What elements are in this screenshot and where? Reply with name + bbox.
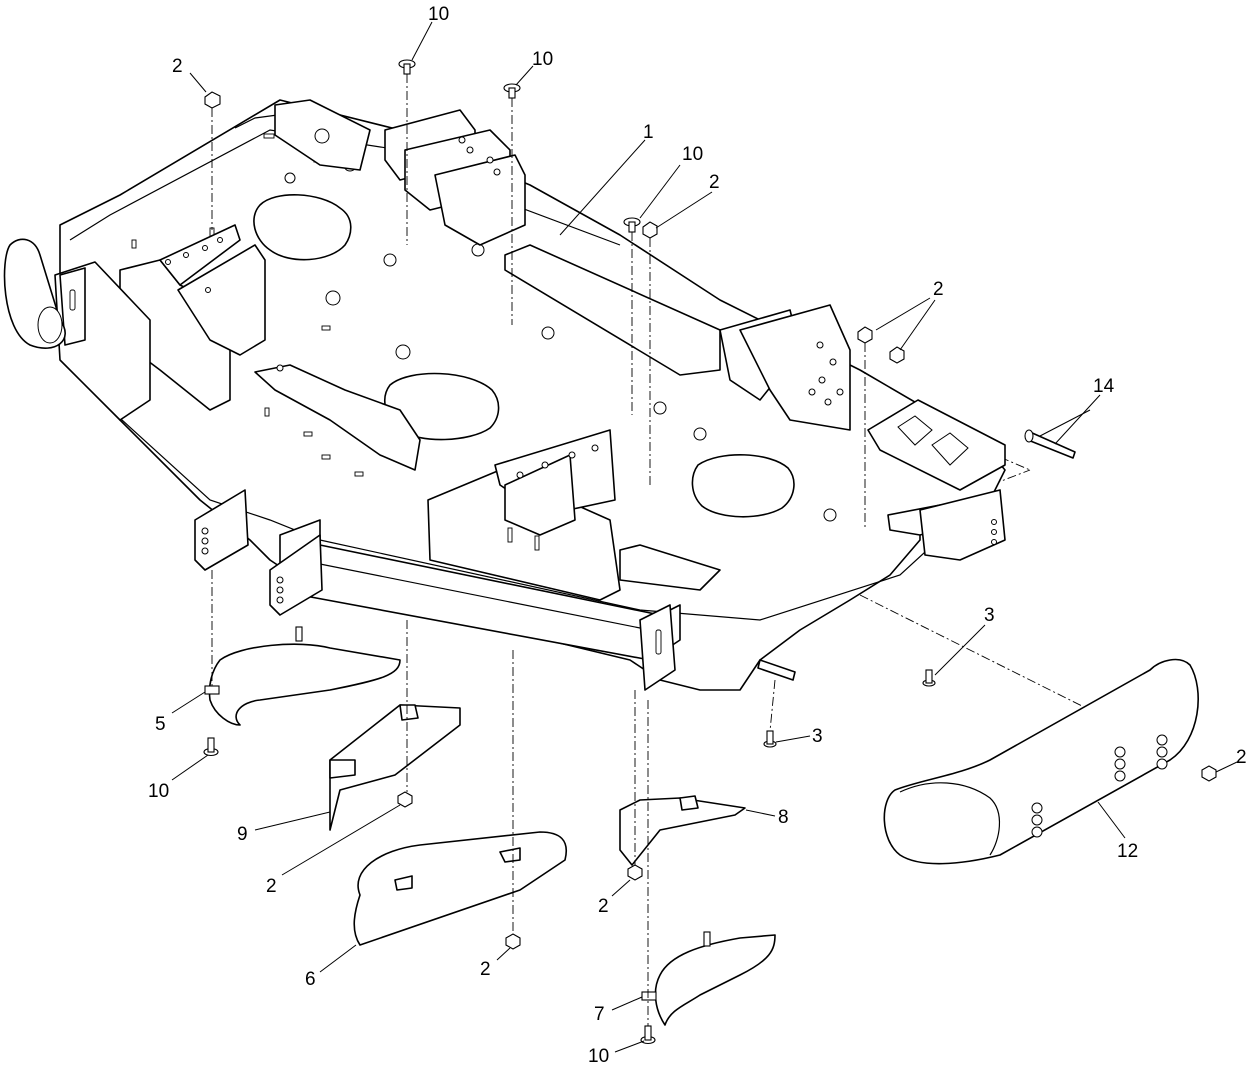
rear-left-bracket (274, 99, 371, 171)
callout-10: 10 (532, 49, 553, 70)
callout-12: 12 (1117, 841, 1138, 862)
baffle-8 (619, 795, 746, 866)
carriage-bolt-10d (203, 737, 219, 757)
callout-14: 14 (1093, 376, 1115, 397)
callout-2: 2 (598, 896, 609, 917)
rear-bumper (883, 658, 1199, 865)
flange-nut-2a (204, 91, 221, 109)
right-roller-bracket (639, 604, 676, 691)
callout-10: 10 (682, 144, 703, 165)
callout-2: 2 (172, 56, 183, 77)
callouts: 2 10 10 1 10 2 2 14 5 10 9 2 6 2 7 10 2 … (148, 4, 1247, 1067)
callout-2: 2 (709, 172, 720, 193)
callout-10: 10 (148, 781, 169, 802)
deck-opening-right (691, 454, 795, 518)
callout-10: 10 (428, 4, 449, 25)
baffle-6 (353, 831, 567, 946)
callout-1: 1 (643, 122, 654, 143)
baffle-7 (654, 931, 776, 1026)
baffle-9 (329, 704, 461, 831)
left-front-roller (3, 238, 66, 349)
flange-nut-2g (627, 864, 643, 881)
mounting-lines (211, 74, 866, 1026)
callout-8: 8 (778, 807, 789, 828)
roller-shaft (757, 659, 796, 681)
callout-2: 2 (1236, 747, 1247, 768)
flange-nut-2d (889, 346, 905, 364)
flange-nut-2h (1201, 765, 1217, 782)
callout-2: 2 (933, 279, 944, 300)
bolt-3a (922, 669, 936, 687)
center-roller-bracket (269, 534, 323, 616)
callout-9: 9 (237, 824, 248, 845)
center-mount-bracket (427, 429, 621, 601)
callout-2: 2 (266, 876, 277, 897)
flange-nut-2e (397, 791, 413, 808)
callout-5: 5 (155, 714, 166, 735)
callout-7: 7 (594, 1004, 605, 1025)
flange-nut-2f (505, 933, 521, 950)
left-mount-bracket (119, 224, 266, 411)
callout-6: 6 (305, 969, 316, 990)
hardware (203, 59, 1217, 1045)
bolt-3b (763, 730, 777, 748)
leader-lines (171, 21, 1238, 1053)
callout-3: 3 (812, 726, 823, 747)
carriage-bolt-10a (398, 59, 416, 75)
pivot-pin (1024, 429, 1076, 459)
discharge-chute (619, 544, 721, 591)
deck-opening-left (253, 194, 352, 261)
rear-left-hinge (384, 109, 526, 246)
left-pivot-arm (54, 261, 151, 421)
rear-right-hinge (504, 244, 851, 431)
left-roller-bracket (194, 489, 249, 571)
callout-3: 3 (984, 605, 995, 626)
flange-nut-2c (857, 326, 873, 344)
carriage-bolt-10c (623, 217, 641, 233)
callout-2: 2 (480, 959, 491, 980)
right-deck-side (919, 489, 1006, 561)
baffle-5 (208, 626, 401, 726)
callout-10: 10 (588, 1046, 609, 1067)
carriage-bolt-10b (503, 83, 521, 99)
interior-baffle (254, 364, 421, 471)
flange-nut-2b (642, 221, 658, 239)
